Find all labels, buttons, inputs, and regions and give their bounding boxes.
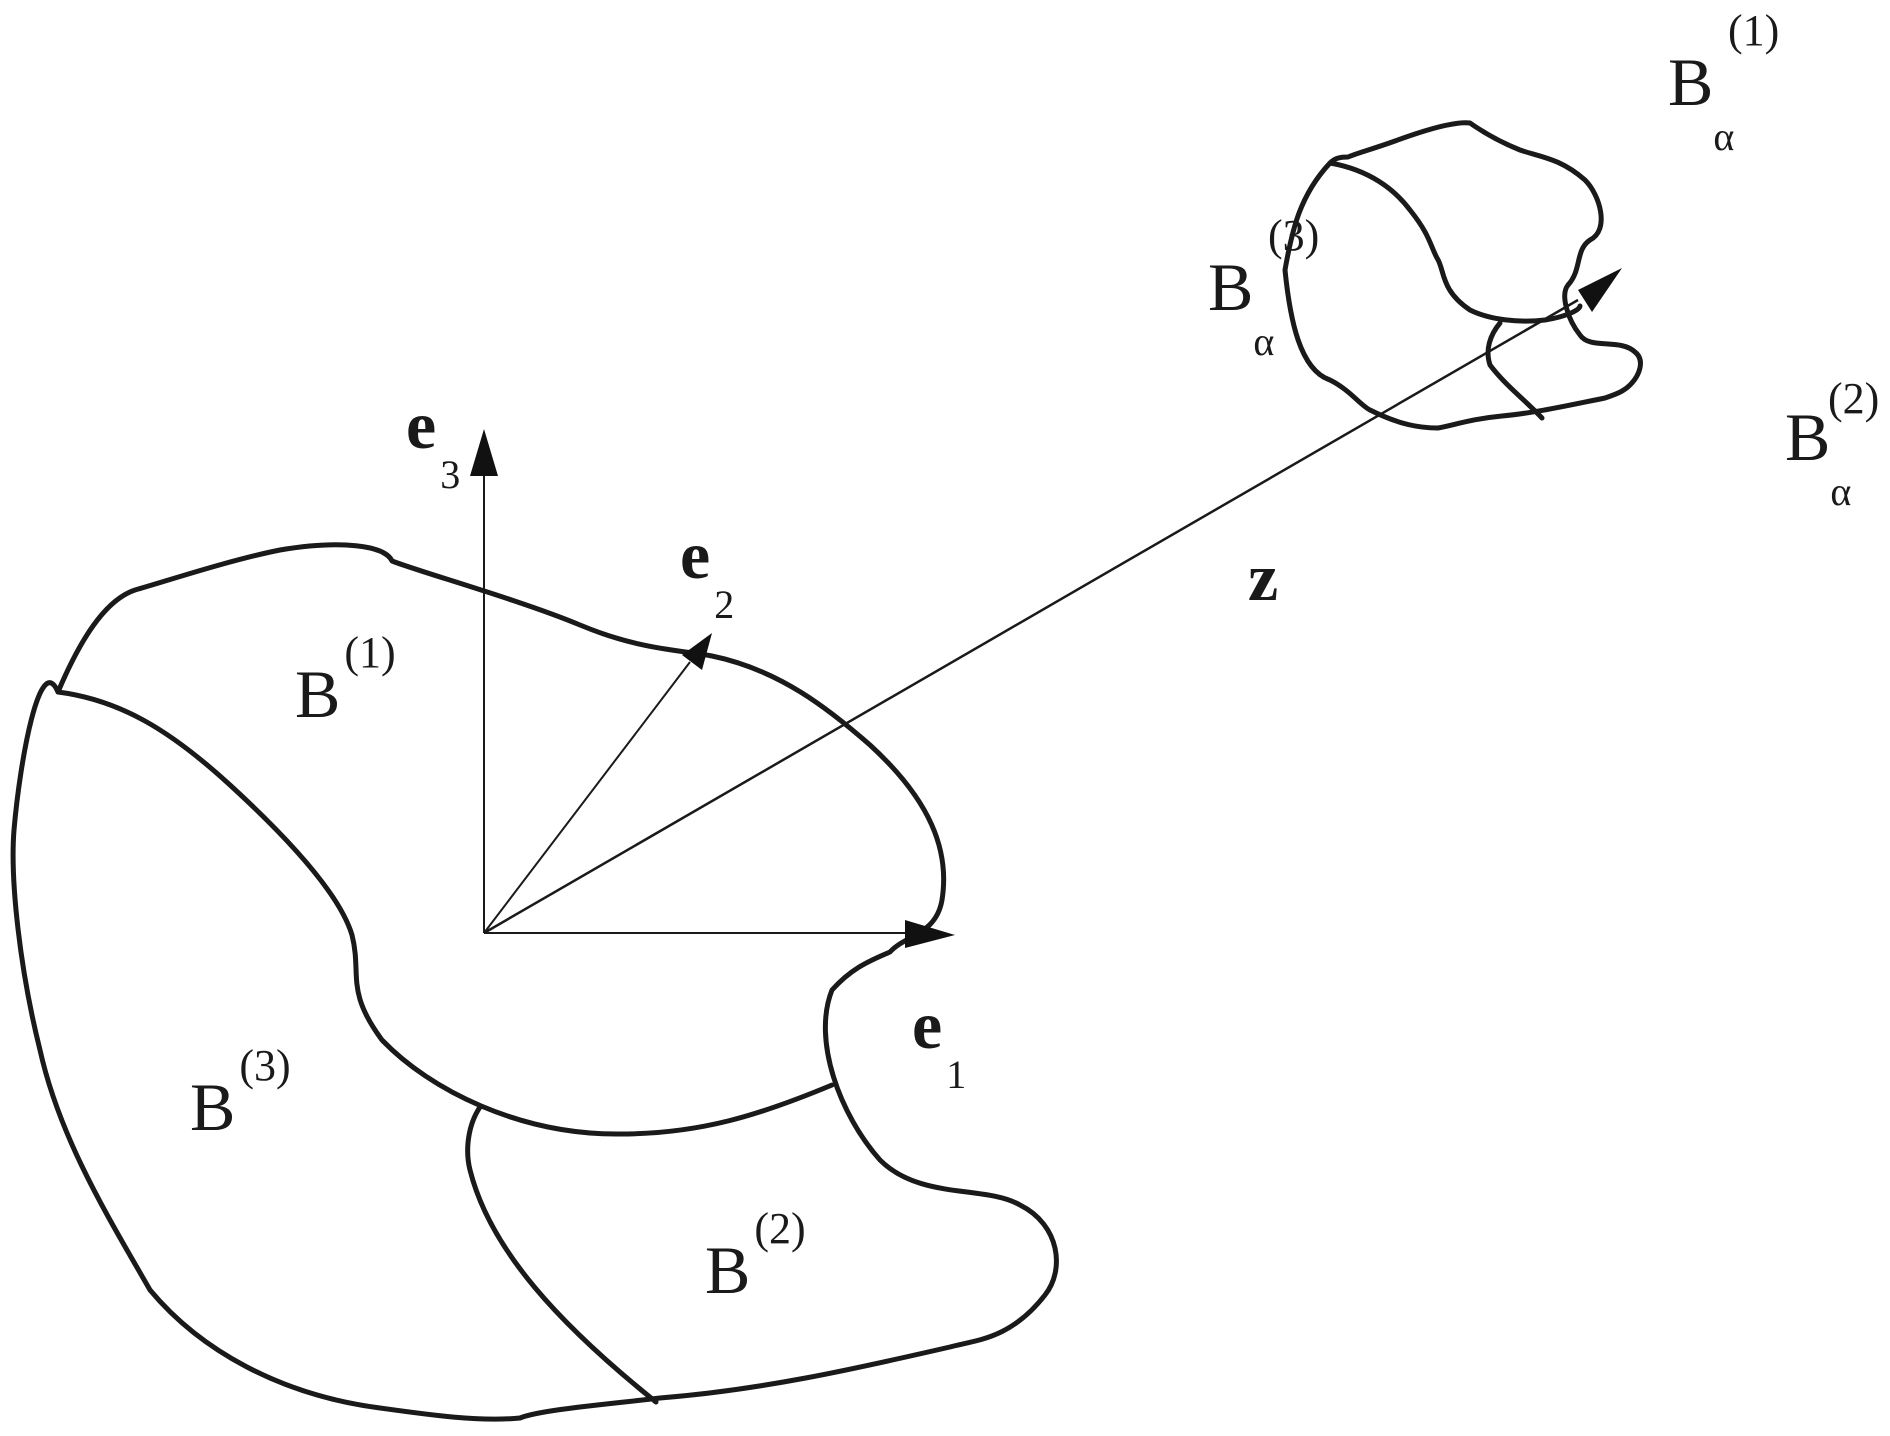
reference-body <box>10 542 1059 1422</box>
label-e3: e3 <box>406 387 460 497</box>
e3-arrowhead <box>470 429 498 476</box>
label-e2: e2 <box>680 517 734 627</box>
label-b-alpha-2: Bα (2) <box>1785 374 1879 520</box>
reference-divider-bottom <box>465 1104 659 1405</box>
label-b2: B(2) <box>705 1204 806 1308</box>
label-b-alpha-1: Bα (1) <box>1668 6 1779 165</box>
e2-axis <box>483 661 691 934</box>
label-b3: B(3) <box>190 1041 291 1145</box>
e1-arrowhead <box>905 920 955 948</box>
basis-vectors <box>470 429 955 948</box>
z-vector-line <box>483 298 1579 935</box>
z-arrowhead <box>1578 268 1622 312</box>
label-b1: B(1) <box>295 628 396 732</box>
current-body-outline <box>1282 120 1643 431</box>
reference-body-outline <box>10 542 1059 1422</box>
current-body <box>1282 120 1643 431</box>
label-b-alpha-3: Bα (3) <box>1208 211 1319 370</box>
current-divider-top <box>1327 160 1583 324</box>
reference-divider-top <box>55 689 835 1137</box>
current-divider-bottom <box>1485 320 1545 421</box>
e2-arrowhead <box>682 633 712 670</box>
label-e1: e1 <box>912 987 966 1097</box>
position-vector <box>483 268 1622 935</box>
label-z: z <box>1248 539 1278 615</box>
